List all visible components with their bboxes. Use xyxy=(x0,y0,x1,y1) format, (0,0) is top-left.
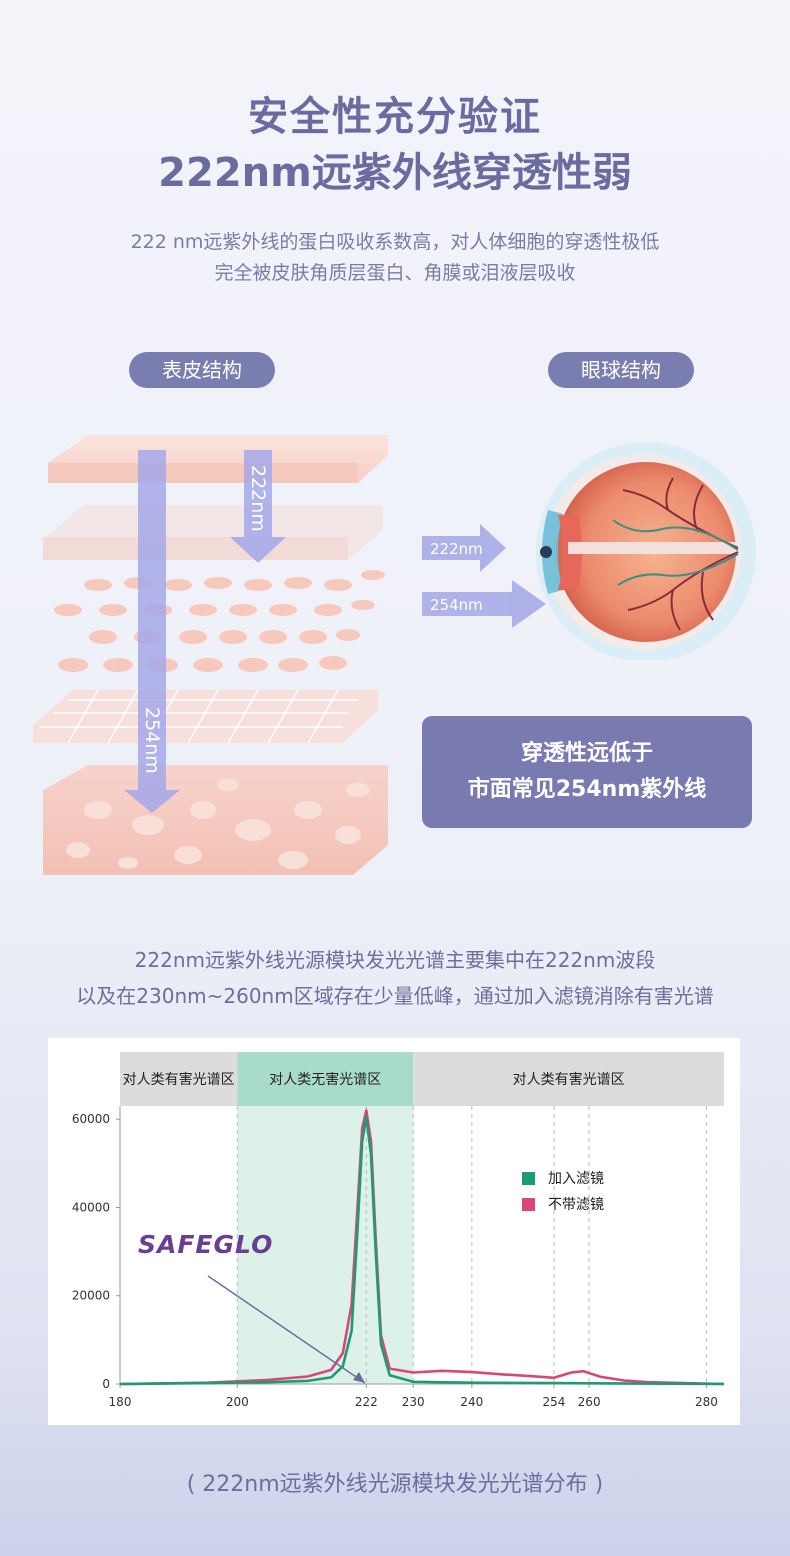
spectrum-description: 222nm远紫外线光源模块发光光谱主要集中在222nm波段 以及在230nm~2… xyxy=(0,942,790,1014)
spectrum-chart: 对人类有害光谱区 对人类无害光谱区 对人类有害光谱区 0 20000 40000 60000… xyxy=(72,1052,725,1409)
intro-text: 222 nm远紫外线的蛋白吸收系数高，对人体细胞的穿透性极低 完全被皮肤角质层蛋… xyxy=(0,227,790,289)
x-tick-label-6: 260 xyxy=(578,1395,601,1409)
eye-arrow-254 xyxy=(422,580,546,628)
cornea xyxy=(542,510,563,594)
description-line-2: 以及在230nm~260nm区域存在少量低峰，通过加入滤镜消除有害光谱 xyxy=(76,984,714,1008)
skin-structure-pill: 表皮结构 xyxy=(129,352,275,388)
page-subtitle: 222nm远紫外线穿透性弱 xyxy=(158,150,632,196)
legend-label-0: 加入滤镜 xyxy=(548,1171,604,1187)
optic-axis xyxy=(568,542,738,554)
penetration-callout: 穿透性远低于 市面常见254nm紫外线 xyxy=(422,716,752,828)
x-tick-label-4: 240 xyxy=(460,1395,483,1409)
subcutaneous-layer xyxy=(43,765,388,875)
brand-logo: SAFEGLO xyxy=(138,1230,273,1259)
eye-arrow-222-label: 222nm xyxy=(430,540,483,558)
zone-label-1: 对人类无害光谱区 xyxy=(269,1072,381,1088)
eye-arrow-254-label: 254nm xyxy=(430,596,483,614)
legend-swatch-1 xyxy=(522,1198,535,1211)
cell-layer xyxy=(54,570,385,672)
x-tick-label-0: 180 xyxy=(109,1395,132,1409)
uv254-penetration-arrow xyxy=(124,450,180,813)
intro-line-1: 222 nm远紫外线的蛋白吸收系数高，对人体细胞的穿透性极低 xyxy=(130,231,660,253)
brand-pointer-head xyxy=(353,1372,365,1383)
uv222-penetration-arrow xyxy=(230,450,286,563)
eye-illustration: 222nm 254nm xyxy=(422,442,756,660)
zone-background-1 xyxy=(237,1106,414,1384)
zone-label-2: 对人类有害光谱区 xyxy=(513,1072,625,1088)
callout-line-1: 穿透性远低于 xyxy=(520,741,653,766)
zone-header-2 xyxy=(413,1052,724,1106)
y-tick-label-0: 0 xyxy=(102,1377,110,1391)
eye-structure-pill: 眼球结构 xyxy=(548,352,694,388)
spectrum-chart-panel: 对人类有害光谱区 对人类无害光谱区 对人类有害光谱区 0 20000 40000 60000… xyxy=(48,1038,740,1425)
series-line-0 xyxy=(119,1115,725,1386)
epidermis-layer xyxy=(43,505,383,560)
pupil xyxy=(540,546,552,558)
skin-arrow-254-label: 254nm xyxy=(141,707,163,774)
x-tick-label-5: 254 xyxy=(542,1395,565,1409)
legend-label-1: 不带滤镜 xyxy=(548,1197,604,1213)
series-line-1 xyxy=(119,1109,725,1386)
skin-layers-illustration: 222nm 254nm xyxy=(33,435,388,875)
dermis-grid-layer xyxy=(33,689,378,744)
eye-arrow-222 xyxy=(422,524,506,572)
zone-header-0 xyxy=(120,1052,238,1106)
brand-pointer-line xyxy=(207,1275,366,1384)
intro-line-2: 完全被皮肤角质层蛋白、角膜或泪液层吸收 xyxy=(214,262,576,284)
zone-header-1 xyxy=(237,1052,414,1106)
y-tick-label-3: 60000 xyxy=(72,1112,110,1126)
x-tick-label-3: 230 xyxy=(402,1395,425,1409)
chart-caption: ( 222nm远紫外线光源模块发光光谱分布 ) xyxy=(186,1472,604,1497)
callout-line-2: 市面常见254nm紫外线 xyxy=(467,777,707,802)
page-title: 安全性充分验证 xyxy=(248,94,542,140)
stratum-corneum-layer xyxy=(48,435,388,483)
y-tick-label-1: 20000 xyxy=(72,1289,110,1303)
x-tick-label-1: 200 xyxy=(226,1395,249,1409)
x-tick-label-2: 222 xyxy=(355,1395,378,1409)
legend-swatch-0 xyxy=(522,1172,535,1185)
description-line-1: 222nm远紫外线光源模块发光光谱主要集中在222nm波段 xyxy=(134,948,656,972)
y-tick-label-2: 40000 xyxy=(72,1200,110,1214)
skin-arrow-222-label: 222nm xyxy=(247,465,269,532)
zone-label-0: 对人类有害光谱区 xyxy=(123,1072,235,1088)
x-tick-label-7: 280 xyxy=(695,1395,718,1409)
